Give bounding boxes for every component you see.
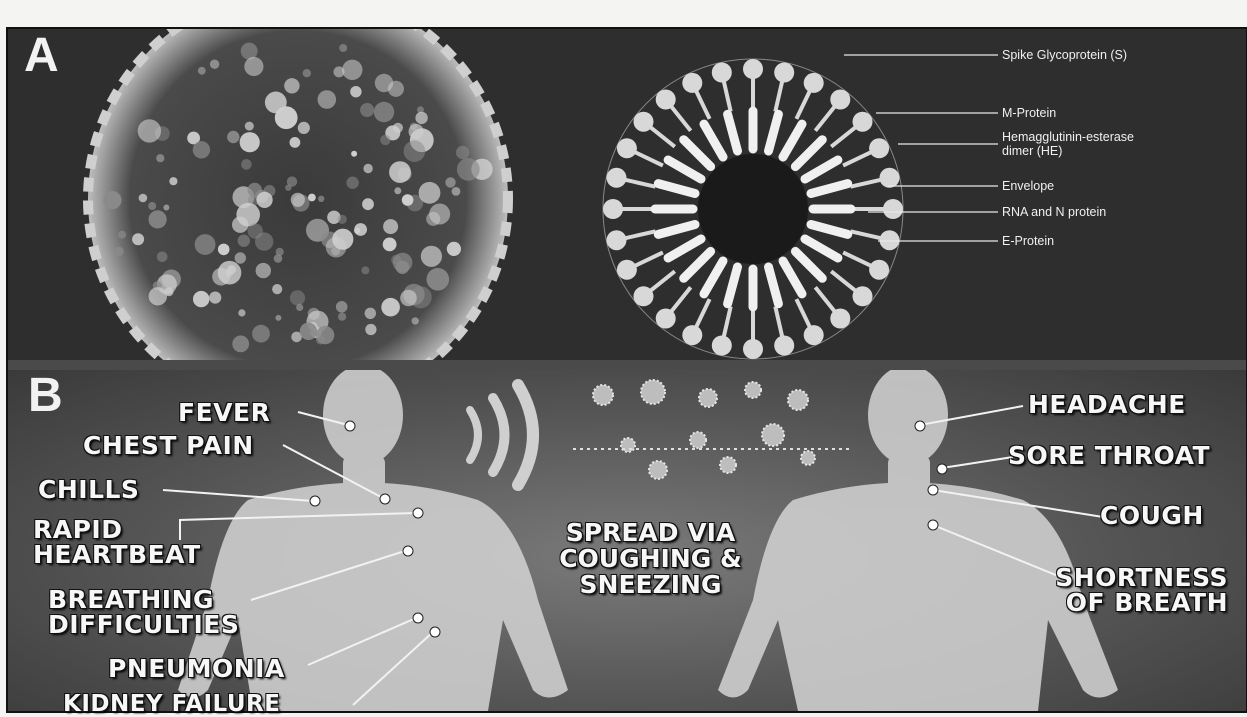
symptom-rapid-heartbeat: RAPID HEARTBEAT	[33, 517, 201, 567]
cough-sound-waves	[470, 385, 533, 485]
label-hemagglutinin-esterase: Hemagglutinin-esterase dimer (HE)	[1002, 130, 1134, 158]
label-rna-n-protein: RNA and N protein	[1002, 205, 1106, 219]
label-spike-glycoprotein: Spike Glycoprotein (S)	[1002, 48, 1127, 62]
symptom-breathing-difficulties: BREATHING DIFFICULTIES	[48, 587, 239, 637]
label-envelope: Envelope	[1002, 179, 1054, 193]
symptom-headache: HEADACHE	[1028, 392, 1186, 417]
symptom-sore-throat: SORE THROAT	[1008, 443, 1210, 468]
label-m-protein: M-Protein	[1002, 106, 1056, 120]
panel-a-virus-structure: A Spike Glycoprotein (S) M-Protein Hemag…	[8, 29, 1246, 360]
virus-micrograph	[88, 29, 508, 360]
virus-cross-section	[603, 59, 903, 359]
leader-lines	[844, 55, 998, 241]
panel-a-graphics	[8, 29, 1246, 360]
panel-a-letter: A	[24, 32, 59, 80]
symptom-chills: CHILLS	[38, 477, 139, 502]
airborne-virus-particles	[593, 380, 815, 479]
panel-b-letter: B	[28, 372, 63, 420]
figure: A Spike Glycoprotein (S) M-Protein Hemag…	[6, 27, 1247, 713]
symptom-pneumonia: PNEUMONIA	[108, 656, 285, 681]
symptom-cough: COUGH	[1100, 503, 1204, 528]
virus-core	[698, 154, 808, 264]
symptom-shortness-of-breath: SHORTNESS OF BREATH	[1038, 565, 1228, 615]
label-e-protein: E-Protein	[1002, 234, 1054, 248]
symptom-chest-pain: CHEST PAIN	[83, 433, 254, 458]
symptom-kidney-failure: KIDNEY FAILURE	[63, 693, 280, 716]
spread-caption: SPREAD VIA COUGHING & SNEEZING	[538, 520, 763, 598]
symptom-fever: FEVER	[178, 400, 270, 425]
panel-divider	[8, 360, 1246, 370]
panel-b-symptoms: B FEVER CHEST PAIN CHILLS RAPID HEARTBEA…	[8, 370, 1246, 711]
